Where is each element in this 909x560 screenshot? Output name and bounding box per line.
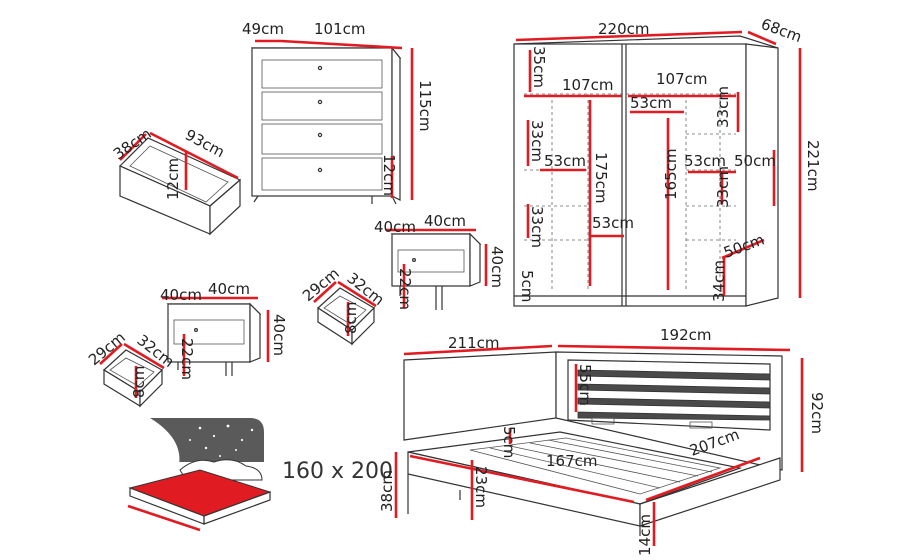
drawer-width-label: 93cm [182,126,227,162]
bed-headboard-label: 55cm [576,364,594,406]
wardrobe-shelf-33d-label: 33cm [714,166,732,208]
bed-frame-23-label: 23cm [472,466,490,508]
dresser-width-label: 101cm [314,20,366,38]
wardrobe-top-shelf-label: 35cm [530,46,548,88]
nightstand-left-width-label: 40cm [208,280,250,298]
nightstand-right [313,228,488,346]
dresser-drawer [118,131,242,236]
nightstand-right-depth-label: 40cm [374,218,416,236]
wardrobe-53-right-label: 53cm [684,152,726,170]
bed-width-label: 192cm [660,326,712,344]
wardrobe-53-mid-label: 53cm [592,214,634,232]
wardrobe-53-left-label: 53cm [544,152,586,170]
wardrobe-width-label: 220cm [598,20,650,38]
wardrobe-shelf-33c-label: 33cm [528,206,546,248]
wardrobe [513,30,802,307]
bed-frame-5-label: 5cm [500,426,518,458]
bed-height-label: 92cm [808,392,826,434]
wardrobe-right-half-label: 107cm [656,70,708,88]
wardrobe-5-label: 5cm [518,270,536,302]
nightstand-left-depth-label: 40cm [160,286,202,304]
drawer-height-label: 12cm [164,158,182,200]
mattress-size-label: 160 x 200 [282,459,393,484]
dresser-height-label: 115cm [416,80,434,132]
dresser-depth-label: 49cm [242,20,284,38]
wardrobe-shelf-33b-label: 33cm [714,86,732,128]
bed [394,344,804,546]
nightstand-right-width-label: 40cm [424,212,466,230]
wardrobe-165-label: 165cm [662,149,680,201]
night-sky [150,418,264,462]
dresser-leg-label: 12cm [380,154,398,196]
nightstand-left-height-label: 40cm [270,314,288,356]
bed-length-label: 211cm [448,334,500,352]
bed-side-label: 38cm [378,470,396,512]
moon-icon [150,418,180,470]
wardrobe-depth-label: 68cm [759,15,805,46]
wardrobe-rail-width-label: 53cm [630,94,672,112]
nightstand-right-leg-label: 22cm [396,268,414,310]
wardrobe-34-label: 34cm [710,260,728,302]
nightstand-right-height-label: 40cm [488,246,506,288]
wardrobe-175-label: 175cm [592,152,610,204]
nightstand-left [99,296,270,408]
bed-inner-width-label: 167cm [546,452,598,470]
nightstand-left-drawer-h-label: 8cm [130,366,148,398]
wardrobe-left-half-label: 107cm [562,76,614,94]
nightstand-right-drawer-h-label: 8cm [342,302,360,334]
nightstand-left-leg-label: 22cm [178,338,196,380]
wardrobe-shelf-33a-label: 33cm [528,120,546,162]
wardrobe-50a-label: 50cm [734,152,776,170]
dresser [250,39,414,205]
mattress-illustration-icon [127,418,272,532]
bed-leg-label: 14cm [636,514,654,556]
wardrobe-height-label: 221cm [804,140,822,192]
star-icon [189,424,254,457]
